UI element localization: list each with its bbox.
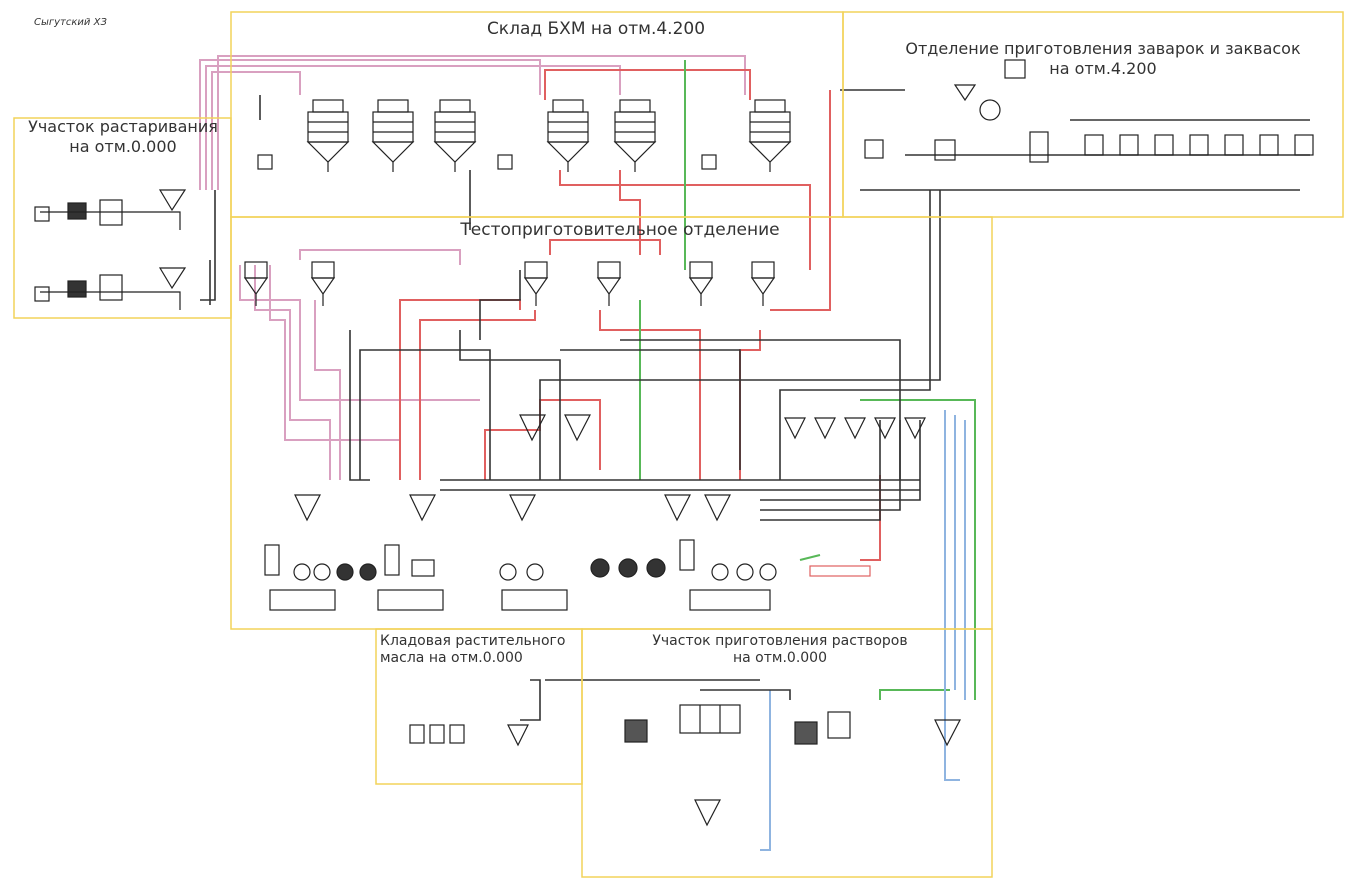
bag-station: [34, 286, 50, 302]
bag-station: [67, 280, 87, 298]
dosing-vessel: [688, 261, 714, 306]
dosing-vessel: [750, 261, 776, 306]
oil-and-solutions: [409, 704, 961, 827]
zone-label-testo: Тестоприготовительное отделение: [460, 220, 780, 240]
warning-label: [809, 565, 871, 577]
zone-label-sklad: Склад БХМ на отм.4.200: [486, 19, 706, 39]
pipelines: [199, 55, 1310, 851]
zone-frames: [13, 11, 1344, 878]
zone-label-zavarki-line1: Отделение приготовления заварок и заквас…: [905, 39, 1301, 58]
unpacking-stations: [34, 189, 187, 310]
pipe-bundle-pink: [199, 55, 746, 480]
bag-station: [67, 202, 87, 220]
spec-table: [377, 589, 444, 611]
control-box: [701, 154, 717, 170]
zone-label-rastvor-line1: Участок приготовления растворов: [652, 633, 908, 649]
zone-label-rastar-line1: Участок растаривания: [28, 117, 218, 136]
zone-label-rastvor-line2: на отм.0.000: [733, 650, 827, 666]
pipe-blue: [760, 410, 966, 851]
silo: [748, 99, 792, 172]
zone-rastvor: [581, 628, 993, 878]
zone-sklad: [230, 11, 844, 218]
bag-station: [34, 206, 50, 222]
pipe-green: [639, 60, 976, 700]
mixers-row: [264, 494, 871, 611]
pipe-red: [399, 69, 881, 561]
dosing-vessel: [523, 261, 549, 306]
equipment: [34, 59, 1314, 827]
pipe-dark: [200, 89, 1310, 721]
dosing-units: [519, 414, 926, 442]
dosing-vessel: [243, 261, 269, 306]
silo: [371, 99, 415, 172]
silo: [306, 99, 350, 172]
spec-table: [269, 589, 336, 611]
zone-label-maslo-line2: масла на отм.0.000: [380, 650, 523, 666]
dough-vessels: [243, 261, 776, 306]
sifter: [158, 189, 187, 212]
control-box: [497, 154, 513, 170]
silo: [433, 99, 477, 172]
spec-table: [689, 589, 771, 611]
brew-vessels: [864, 59, 1314, 163]
dosing-vessel: [310, 261, 336, 306]
silo: [613, 99, 657, 172]
zone-zavarki: [842, 11, 1344, 218]
dosing-vessel: [596, 261, 622, 306]
zone-label-maslo-line1: Кладовая растительного: [380, 633, 566, 649]
spec-table: [501, 589, 568, 611]
control-box: [257, 154, 273, 170]
bag-station: [99, 274, 123, 301]
zone-label-zavarki-line2: на отм.4.200: [1049, 59, 1157, 78]
silo: [546, 99, 590, 172]
sifter: [158, 267, 187, 290]
zone-label-rastar-line2: на отм.0.000: [69, 137, 177, 156]
storage-silos: [257, 99, 792, 172]
corner-label: Сыгутский ХЗ: [34, 17, 107, 28]
